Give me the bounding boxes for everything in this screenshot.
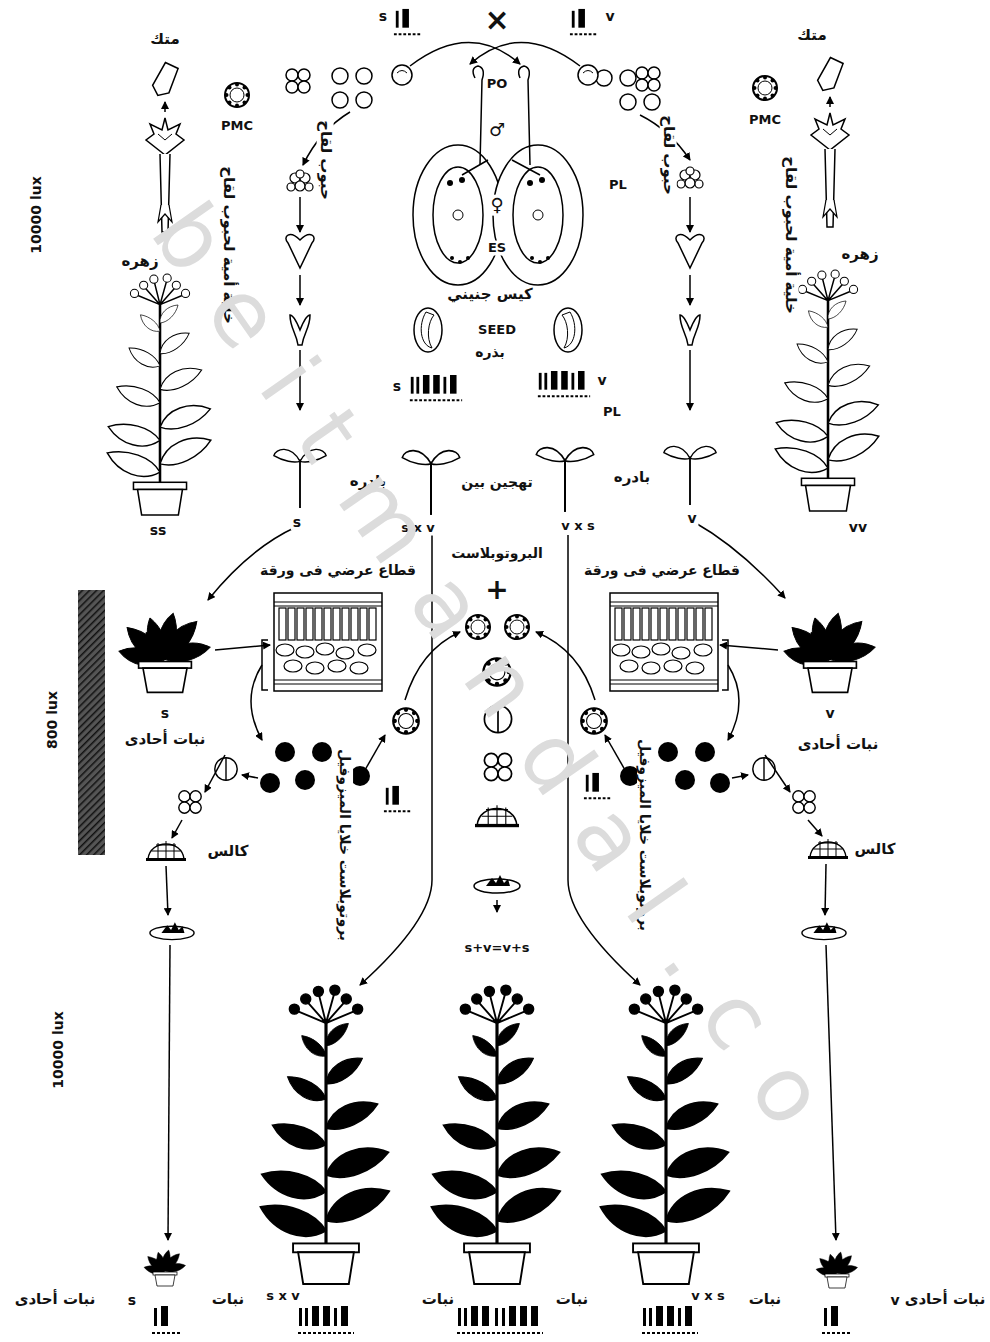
label: ES <box>486 241 508 256</box>
label: s <box>159 705 171 721</box>
label: v <box>595 372 608 388</box>
label: v x s <box>689 1289 727 1304</box>
label: s <box>377 8 389 24</box>
label: s <box>391 378 403 394</box>
label: s x v <box>264 1289 302 1304</box>
label: بروتوبلاست خلايا الميزوفيل <box>337 747 353 943</box>
label: نبات أحادى <box>903 1291 988 1308</box>
label: SEED <box>476 323 518 338</box>
label: نبات <box>747 1291 783 1308</box>
label: كيس جنيني <box>445 286 535 303</box>
label: 800 lux <box>44 689 60 751</box>
label: PO <box>485 77 510 92</box>
label: نبات أحادى <box>123 731 208 748</box>
label: vv <box>847 519 869 535</box>
label: بادره <box>612 469 652 486</box>
label: s <box>126 1292 138 1308</box>
flower <box>811 113 849 227</box>
label: v <box>888 1292 901 1308</box>
label: نبات <box>210 1291 246 1308</box>
label: ♀ <box>488 195 505 216</box>
label: v <box>685 510 698 526</box>
label: خلية أمية لحبوب لقاح <box>781 154 798 315</box>
label: s+v=v+s <box>462 941 531 956</box>
label: بذره <box>473 344 507 360</box>
label: حبوب لقاح <box>659 113 676 197</box>
label: v <box>603 8 616 24</box>
label: كالس <box>205 843 250 860</box>
label: 10000 lux <box>50 1009 66 1090</box>
label: ♂ <box>487 120 507 141</box>
label: نبات أحادى <box>796 736 881 753</box>
label: PMC <box>219 119 255 134</box>
label: قطاع عرضي فى ورقة <box>582 562 742 578</box>
label: ss <box>148 522 169 538</box>
label: PMC <box>747 113 783 128</box>
label: 10000 lux <box>28 174 44 255</box>
anther <box>150 62 180 100</box>
label: حبوب لقاح <box>316 118 333 202</box>
label: متك <box>795 27 828 44</box>
label: نبات <box>554 1291 590 1308</box>
label: s <box>291 514 303 530</box>
anther <box>815 57 845 95</box>
label: v x s <box>559 519 597 534</box>
label: نبات أحادى <box>13 1291 98 1308</box>
label: نبات <box>420 1291 456 1308</box>
label: تهجين بين <box>459 474 534 490</box>
label: متك <box>148 31 181 48</box>
label: v <box>823 705 836 721</box>
label: PL <box>607 178 629 193</box>
label: × <box>482 3 511 38</box>
label: زهره <box>839 246 880 263</box>
label: كالس <box>852 841 897 858</box>
label: PL <box>601 405 623 420</box>
